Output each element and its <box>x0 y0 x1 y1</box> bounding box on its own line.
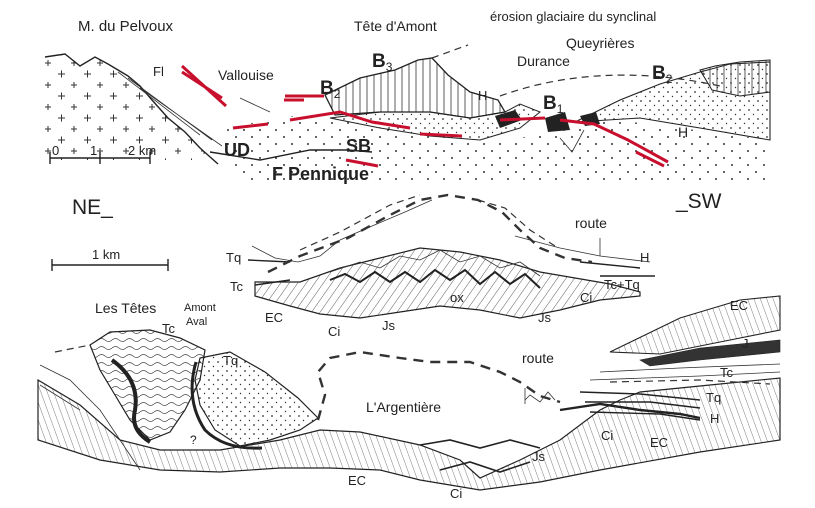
scale-tick-1: 1 <box>90 143 97 158</box>
fault-pennique-label: F Pennique <box>272 164 369 184</box>
s2-ox-label: ox <box>450 290 464 305</box>
scale-2-label: 1 km <box>92 247 120 262</box>
les-tetes-label: Les Têtes <box>95 300 156 316</box>
folded-bedrock <box>254 247 641 319</box>
s3-ci-bottom-label: Ci <box>450 486 462 501</box>
s2-tctq-label: Tc+Tq <box>604 277 640 292</box>
s3-js-label: Js <box>532 449 546 464</box>
erosion-caption: érosion glaciaire du synclinal <box>490 9 656 24</box>
peak-tete-label: Tête d'Amont <box>354 18 437 34</box>
s2-ec-label: EC <box>265 310 283 325</box>
scale-bar-1 <box>49 152 151 164</box>
b1-lens <box>545 112 570 132</box>
les-tetes-tc-unit <box>89 329 206 441</box>
s2-h-label: H <box>640 250 649 265</box>
argentiere-label: L'Argentière <box>366 399 441 415</box>
orientation-ne-label: NE_ <box>72 196 113 219</box>
s3-tq-left-label: Tq <box>223 353 238 368</box>
s3-tc-right-label: Tc <box>720 365 734 380</box>
s2-js-right-label: Js <box>538 310 552 325</box>
les-tetes-tq-unit <box>194 351 319 447</box>
s3-ec-top-label: EC <box>730 298 748 313</box>
s2-route-label: route <box>575 215 607 231</box>
reconstructed-envelope <box>267 193 593 274</box>
unit-b3-label: B3 <box>372 51 393 74</box>
unit-b1-label: B1 <box>543 93 564 116</box>
erosion-arch <box>499 74 721 97</box>
section-2: NE_ _SW 1 km Tq Tc EC Ci Js ox Js Ci Tc+… <box>51 190 722 339</box>
s3-route-label: route <box>522 350 554 366</box>
s3-tc-left-label: Tc <box>162 321 176 336</box>
section-3: Les Têtes Amont Aval Tc Tq ? L'Argentièr… <box>37 295 781 501</box>
s3-h-label: H <box>710 411 719 426</box>
queyrieres-label: Queyrières <box>566 35 634 51</box>
s2-js-left-label: Js <box>382 318 396 333</box>
s2-tc-label: Tc <box>230 279 244 294</box>
pelvoux-massif <box>45 54 215 160</box>
peak-pelvoux-label: M. du Pelvoux <box>78 18 174 35</box>
right-stack-ec <box>609 295 781 355</box>
right-stack-j <box>639 339 781 367</box>
unit-h-right-label: H <box>678 124 688 140</box>
aval-label: Aval <box>186 316 207 328</box>
s2-ci-right-label: Ci <box>580 290 592 305</box>
s2-tq-label: Tq <box>226 250 241 265</box>
unit-ud-label: UD <box>224 140 250 160</box>
orientation-sw-label: _SW <box>675 190 722 213</box>
section-1: M. du Pelvoux Tête d'Amont érosion glaci… <box>44 9 771 185</box>
s3-tq-right-label: Tq <box>706 390 721 405</box>
ud-contact <box>209 149 373 161</box>
vallouise-label: Vallouise <box>218 67 274 83</box>
fault-lines <box>180 64 669 168</box>
s3-ec-bottom-label: EC <box>348 473 366 488</box>
right-top-unit <box>699 59 771 97</box>
s3-ci-right-label: Ci <box>601 428 613 443</box>
amont-label: Amont <box>184 302 216 314</box>
durance-label: Durance <box>517 53 570 69</box>
s2-ci-left-label: Ci <box>328 324 340 339</box>
unit-h-left-label: H <box>478 88 487 103</box>
scale-tick-0: 0 <box>52 143 59 158</box>
question-mark: ? <box>190 433 197 447</box>
unit-fl-label: Fl <box>153 64 164 79</box>
scale-tick-2: 2 km <box>128 143 156 158</box>
unit-b2-left-label: B2 <box>320 78 341 101</box>
lower-bedrock <box>37 377 781 491</box>
unit-sb-label: SB <box>346 136 371 156</box>
scale-bar-2 <box>51 259 169 271</box>
valley-fill <box>222 115 770 185</box>
unit-b2-right-label: B2 <box>652 63 673 86</box>
s3-ec-mid-label: EC <box>650 435 668 450</box>
reconstructed-envelope-3 <box>316 350 561 421</box>
s3-j-label: J <box>742 336 749 351</box>
